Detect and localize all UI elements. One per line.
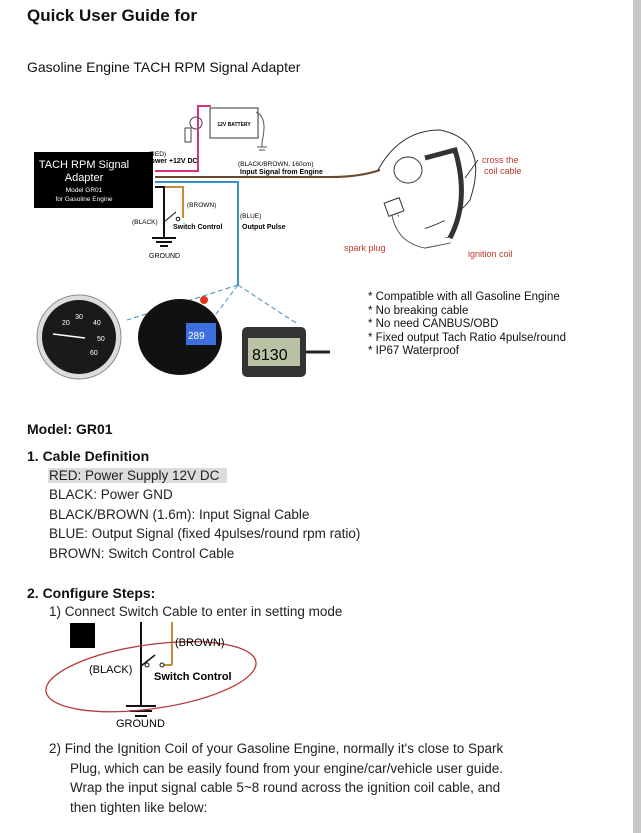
svg-text:cross the: cross the <box>482 155 519 165</box>
page-title: Quick User Guide for <box>27 6 198 25</box>
svg-text:50: 50 <box>97 336 105 343</box>
svg-text:ignition coil: ignition coil <box>468 249 513 259</box>
wiring-diagram: 12V BATTERY TACH RPM Signal Adapter Mode… <box>34 105 522 380</box>
svg-text:289: 289 <box>188 331 205 342</box>
page-subtitle: Gasoline Engine TACH RPM Signal Adapter <box>27 59 301 75</box>
cable-item: BROWN: Switch Control Cable <box>49 546 235 561</box>
svg-text:(BLACK/BROWN, 160cm): (BLACK/BROWN, 160cm) <box>238 161 314 168</box>
battery-label: 12V BATTERY <box>217 122 251 128</box>
cable-item: BLACK: Power GND <box>49 487 173 502</box>
switch-diagram: (BROWN) (BLACK) Switch Control GROUND <box>45 622 257 730</box>
feature-item: * Compatible with all Gasoline Engine <box>368 291 560 303</box>
adapter-box <box>34 152 153 208</box>
svg-text:spark plug: spark plug <box>344 243 386 253</box>
svg-text:(BLACK): (BLACK) <box>89 664 132 676</box>
section-cable-definition-heading: 1. Cable Definition <box>27 448 150 464</box>
step-2-line: 2) Find the Ignition Coil of your Gasoli… <box>49 741 504 756</box>
feature-item: * IP67 Waterproof <box>368 345 459 357</box>
cable-item: BLACK/BROWN (1.6m): Input Signal Cable <box>49 507 310 522</box>
feature-item: * No breaking cable <box>368 305 469 317</box>
svg-text:40: 40 <box>93 320 101 327</box>
red-wire <box>155 105 211 172</box>
svg-text:(BROWN): (BROWN) <box>187 202 216 209</box>
svg-text:8130: 8130 <box>252 347 288 364</box>
step-2-line: then tighten like below: <box>70 800 208 815</box>
scrollbar[interactable] <box>633 0 641 833</box>
section-configure-heading: 2. Configure Steps: <box>27 585 156 601</box>
svg-text:60: 60 <box>90 350 98 357</box>
ignition-coil-illustration <box>383 146 464 249</box>
svg-text:GROUND: GROUND <box>149 253 180 260</box>
svg-text:(BLUE): (BLUE) <box>240 213 261 220</box>
svg-text:Model GR01: Model GR01 <box>66 187 103 194</box>
svg-text:Adapter: Adapter <box>65 172 104 184</box>
key-switch-icon <box>184 116 203 143</box>
step-1-text: 1) Connect Switch Cable to enter in sett… <box>49 604 343 619</box>
battery-icon: 12V BATTERY <box>209 107 267 151</box>
analog-tachometer: 30 20 40 50 60 <box>36 294 122 380</box>
ground-icon <box>152 237 176 247</box>
svg-text:Power +12V DC: Power +12V DC <box>146 158 198 165</box>
svg-text:Switch Control: Switch Control <box>173 224 222 231</box>
blue-wire <box>155 181 239 285</box>
svg-text:(BLACK): (BLACK) <box>132 219 158 226</box>
black-brown-wire <box>155 169 381 178</box>
svg-text:TACH RPM Signal: TACH RPM Signal <box>39 159 129 171</box>
svg-text:Output Pulse: Output Pulse <box>242 224 286 231</box>
svg-text:GROUND: GROUND <box>116 718 165 730</box>
brown-wire <box>155 186 184 218</box>
svg-text:for Gasoline Engine: for Gasoline Engine <box>55 196 112 203</box>
step-2-line: Plug, which can be easily found from you… <box>70 761 503 776</box>
svg-text:Switch Control: Switch Control <box>154 671 232 683</box>
digital-tach-display: 8130 <box>242 327 330 377</box>
svg-text:(BROWN): (BROWN) <box>175 637 225 649</box>
feature-item: * No need CANBUS/OBD <box>368 318 499 330</box>
highlight-circle <box>45 641 257 713</box>
black-wire <box>155 186 165 238</box>
model-heading: Model: GR01 <box>27 421 113 437</box>
svg-text:coil cable: coil cable <box>484 166 522 176</box>
digital-dashboard: 289 <box>138 296 222 375</box>
svg-text:20: 20 <box>62 320 70 327</box>
svg-text:Input Signal from Engine: Input Signal from Engine <box>240 169 323 176</box>
cable-item: RED: Power Supply 12V DC <box>48 468 228 483</box>
svg-text:30: 30 <box>75 314 83 321</box>
feature-item: * Fixed output Tach Ratio 4pulse/round <box>368 332 566 344</box>
svg-text:(RED): (RED) <box>148 151 166 158</box>
step-2-line: Wrap the input signal cable 5~8 round ac… <box>70 780 501 795</box>
cable-item: BLUE: Output Signal (fixed 4pulses/round… <box>49 526 361 541</box>
